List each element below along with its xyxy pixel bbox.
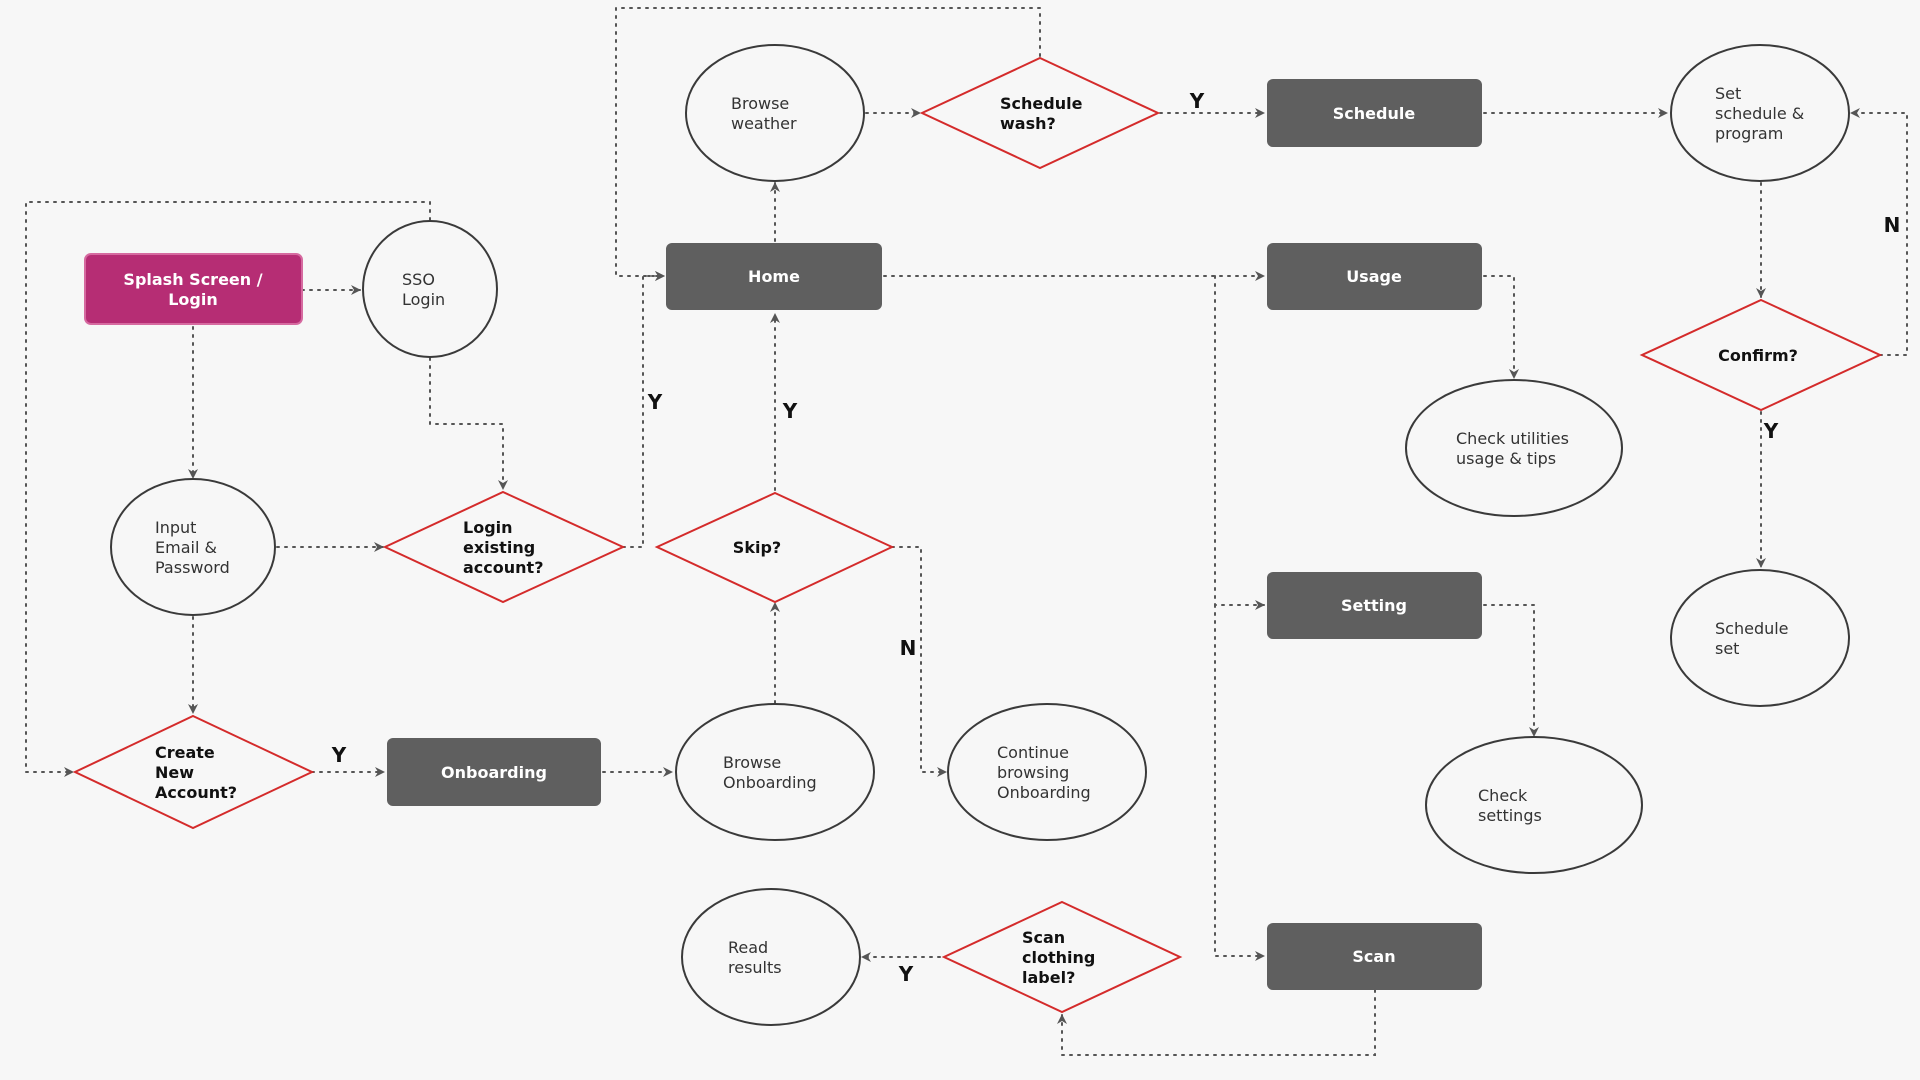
edge-login-existing-to-home: [622, 271, 665, 548]
node-scan[interactable]: Scan: [1267, 923, 1482, 990]
svg-text:Confirm?: Confirm?: [1718, 346, 1798, 365]
node-usage[interactable]: Usage: [1267, 243, 1482, 310]
svg-text:Schedule: Schedule: [1333, 104, 1416, 123]
decision-skip[interactable]: Skip?: [654, 491, 895, 604]
edge-labels: Y Y Y N Y Y N Y: [331, 89, 1901, 986]
svg-text:Skip?: Skip?: [733, 538, 781, 557]
node-schedule[interactable]: Schedule: [1267, 79, 1482, 147]
edge-setting-to-check-settings: [1483, 604, 1539, 737]
edge-sso-to-create-account: [25, 201, 431, 777]
label-skip-yes: Y: [782, 399, 798, 423]
label-confirm-yes: Y: [1763, 419, 1779, 443]
edge-schedule-wash-to-home: [615, 7, 1041, 281]
label-confirm-no: N: [1884, 213, 1901, 237]
decision-confirm[interactable]: Confirm?: [1639, 298, 1883, 412]
svg-text:Splash Screen /Login: Splash Screen /Login: [123, 270, 262, 309]
edge-home-to-scan: [1214, 604, 1265, 961]
edge-confirm-to-set-schedule: [1850, 108, 1908, 356]
connectors: [25, 7, 1908, 1056]
edge-scan-to-scan-label: [1057, 989, 1376, 1056]
svg-text:Onboarding: Onboarding: [441, 763, 547, 782]
svg-text:Scan: Scan: [1352, 947, 1395, 966]
edge-usage-to-check-utilities: [1483, 275, 1519, 379]
node-splash-login[interactable]: Splash Screen /Login: [84, 253, 303, 325]
edge-sso-to-login-existing: [429, 357, 508, 490]
label-scan-label-yes: Y: [898, 962, 914, 986]
label-create-account-yes: Y: [331, 743, 347, 767]
svg-text:Usage: Usage: [1346, 267, 1402, 286]
label-schedule-wash-yes: Y: [1189, 89, 1205, 113]
node-onboarding[interactable]: Onboarding: [387, 738, 601, 806]
svg-text:Home: Home: [748, 267, 800, 286]
label-skip-no: N: [900, 636, 917, 660]
edge-home-to-setting: [1214, 275, 1265, 610]
svg-text:Setting: Setting: [1341, 596, 1407, 615]
edge-skip-to-continue-onboarding: [891, 546, 947, 777]
node-home[interactable]: Home: [666, 243, 882, 310]
node-setting[interactable]: Setting: [1267, 572, 1482, 639]
label-login-existing-yes: Y: [647, 390, 663, 414]
